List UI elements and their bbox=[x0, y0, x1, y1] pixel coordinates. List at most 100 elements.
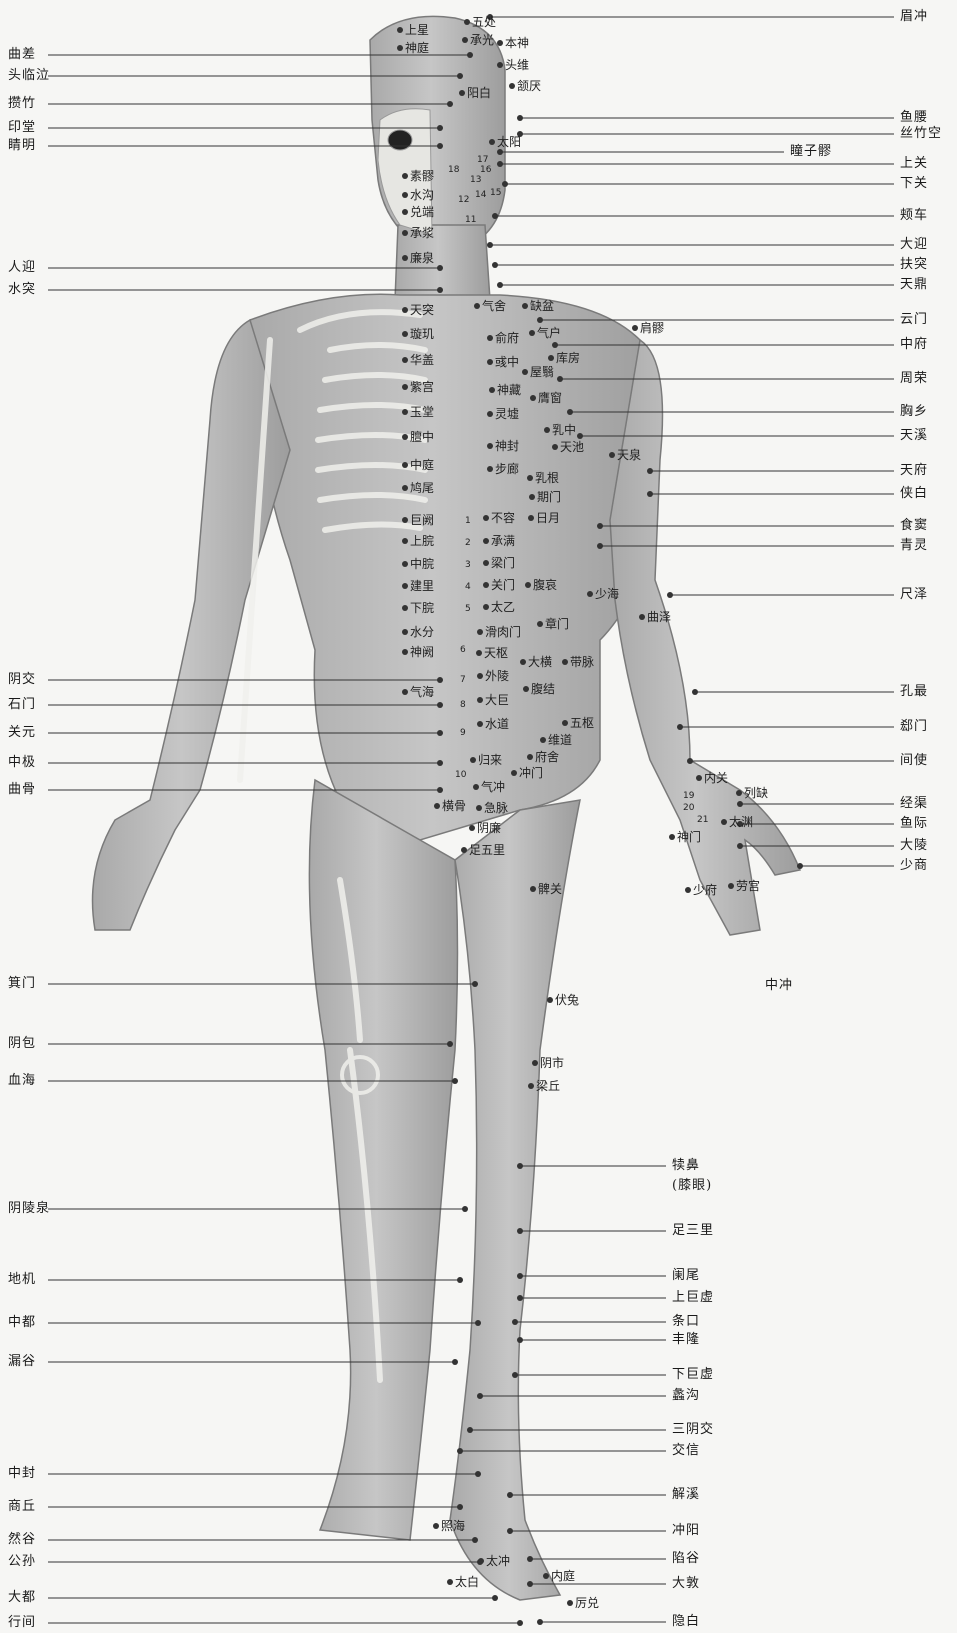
acupoint-marker bbox=[437, 677, 443, 683]
acupoint-label: (膝眼) bbox=[672, 1178, 712, 1193]
acupoint-marker bbox=[530, 395, 536, 401]
acupoint-marker bbox=[530, 886, 536, 892]
acupoint-label: 陷谷 bbox=[672, 1551, 700, 1566]
acupoint-label: 食窦 bbox=[900, 518, 928, 533]
acupoint-label: 膺窗 bbox=[538, 391, 562, 405]
acupoint-marker bbox=[497, 149, 503, 155]
acupoint-label: 胸乡 bbox=[900, 404, 928, 419]
acupoint-label: 眉冲 bbox=[900, 9, 928, 24]
acupoint-number: 18 bbox=[448, 165, 459, 175]
acupoint-label: 五处 bbox=[472, 15, 496, 29]
acupoint-label: 璇玑 bbox=[410, 327, 434, 341]
acupoint-marker bbox=[457, 1448, 463, 1454]
acupoint-label: 大横 bbox=[528, 655, 552, 669]
acupoint-marker bbox=[537, 317, 543, 323]
acupoint-marker bbox=[577, 433, 583, 439]
acupoint-label: 瞳子髎 bbox=[790, 144, 832, 159]
acupoint-label: 神门 bbox=[677, 830, 701, 844]
acupoint-label: 阳白 bbox=[467, 86, 491, 100]
acupoint-marker bbox=[472, 1537, 478, 1543]
acupoint-label: 中封 bbox=[8, 1466, 36, 1481]
acupoint-label: 建里 bbox=[410, 579, 434, 593]
acupoint-number: 8 bbox=[460, 700, 466, 710]
acupoint-marker bbox=[528, 1083, 534, 1089]
acupoint-label: 厉兑 bbox=[575, 1596, 599, 1610]
acupoint-marker bbox=[492, 213, 498, 219]
acupoint-label: 日月 bbox=[536, 511, 560, 525]
acupoint-label: 犊鼻 bbox=[672, 1158, 700, 1173]
acupoint-marker bbox=[452, 1359, 458, 1365]
acupoint-number: 17 bbox=[477, 155, 488, 165]
acupoint-label: 云门 bbox=[900, 312, 928, 327]
acupoint-marker bbox=[402, 538, 408, 544]
acupoint-marker bbox=[562, 659, 568, 665]
acupoint-marker bbox=[487, 443, 493, 449]
acupoint-marker bbox=[477, 697, 483, 703]
acupoint-label: 水突 bbox=[8, 282, 36, 297]
acupoint-marker bbox=[467, 1427, 473, 1433]
acupoint-label: 商丘 bbox=[8, 1499, 36, 1514]
acupoint-marker bbox=[483, 560, 489, 566]
acupoint-marker bbox=[497, 40, 503, 46]
acupoint-marker bbox=[467, 52, 473, 58]
acupoint-label: 曲泽 bbox=[647, 610, 671, 624]
acupoint-marker bbox=[737, 843, 743, 849]
acupoint-label: 梁丘 bbox=[536, 1079, 560, 1093]
acupoint-marker bbox=[669, 834, 675, 840]
acupoint-label: 上星 bbox=[405, 23, 429, 37]
acupoint-marker bbox=[457, 1277, 463, 1283]
acupoint-label: 神封 bbox=[495, 439, 519, 453]
acupoint-label: 人迎 bbox=[8, 260, 36, 275]
acupoint-marker bbox=[528, 515, 534, 521]
acupoint-label: 气户 bbox=[537, 326, 561, 340]
acupoint-label: 鱼际 bbox=[900, 816, 928, 831]
acupoint-label: 地机 bbox=[8, 1272, 36, 1287]
acupoint-label: 内关 bbox=[704, 771, 728, 785]
acupoint-marker bbox=[544, 427, 550, 433]
acupoint-number: 11 bbox=[465, 215, 476, 225]
acupoint-label: 侠白 bbox=[900, 486, 928, 501]
acupoint-marker bbox=[489, 139, 495, 145]
acupoint-marker bbox=[402, 384, 408, 390]
acupoint-label: 巨阙 bbox=[410, 513, 434, 527]
acupoint-label: 天溪 bbox=[900, 428, 928, 443]
acupoint-marker bbox=[492, 1595, 498, 1601]
acupoint-marker bbox=[609, 452, 615, 458]
acupoint-label: 头维 bbox=[505, 58, 529, 72]
acupoint-label: 乳根 bbox=[535, 471, 559, 485]
acupoint-marker bbox=[437, 787, 443, 793]
acupoint-label: 中都 bbox=[8, 1315, 36, 1330]
acupoint-number: 3 bbox=[465, 560, 471, 570]
acupoint-label: 章门 bbox=[545, 617, 569, 631]
acupoint-marker bbox=[667, 592, 673, 598]
acupoint-marker bbox=[483, 538, 489, 544]
acupoint-label: 天枢 bbox=[484, 646, 508, 660]
acupoint-label: 屋翳 bbox=[530, 365, 554, 379]
acupoint-marker bbox=[517, 1295, 523, 1301]
acupoint-label: 颊车 bbox=[900, 208, 928, 223]
acupoint-marker bbox=[402, 331, 408, 337]
acupoint-label: 水道 bbox=[485, 717, 509, 731]
acupoint-label: 阴包 bbox=[8, 1036, 36, 1051]
acupoint-marker bbox=[487, 242, 493, 248]
acupoint-marker bbox=[437, 265, 443, 271]
acupoint-label: 五枢 bbox=[570, 716, 594, 730]
acupoint-label: 乳中 bbox=[552, 423, 576, 437]
acupoint-marker bbox=[402, 583, 408, 589]
acupoint-marker bbox=[397, 45, 403, 51]
acupoint-marker bbox=[402, 255, 408, 261]
acupoint-label: 玉堂 bbox=[410, 405, 434, 419]
acupoint-label: 少府 bbox=[693, 883, 717, 897]
acupoint-label: 下巨虚 bbox=[672, 1367, 714, 1382]
acupoint-number: 15 bbox=[490, 188, 501, 198]
acupoint-label: 廉泉 bbox=[410, 251, 434, 265]
acupoint-label: 膻中 bbox=[410, 430, 434, 444]
acupoint-marker bbox=[477, 721, 483, 727]
acupoint-marker bbox=[567, 1600, 573, 1606]
acupoint-marker bbox=[507, 1528, 513, 1534]
acupoint-label: 足五里 bbox=[469, 843, 505, 857]
acupoint-label: 中极 bbox=[8, 755, 36, 770]
acupoint-label: 关门 bbox=[491, 578, 515, 592]
acupoint-marker bbox=[433, 1523, 439, 1529]
acupoint-label: 中脘 bbox=[410, 557, 434, 571]
